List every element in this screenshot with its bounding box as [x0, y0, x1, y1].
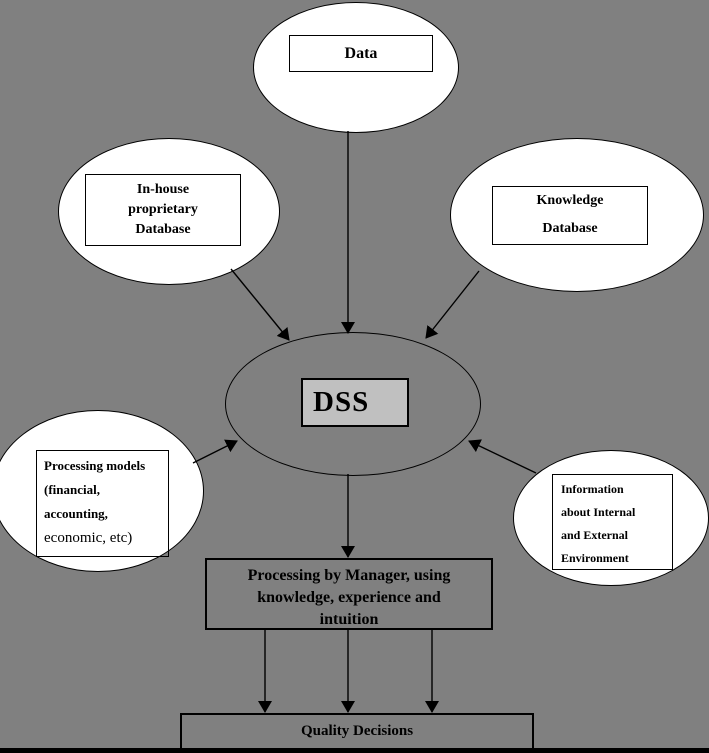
info-line-4: Environment: [561, 551, 629, 565]
manager-line-2: knowledge, experience and: [257, 589, 441, 606]
knowledge-database-node-box: Knowledge Database: [492, 186, 648, 245]
manager-line-1: Processing by Manager, using: [247, 567, 451, 584]
info-line-3: and External: [561, 528, 629, 542]
data-ellipse: [253, 2, 459, 133]
data-node-label: Data: [344, 44, 378, 62]
info-line-1: Information: [561, 482, 624, 496]
knowledge-line-2: Database: [542, 221, 598, 236]
processing-models-ellipse: [0, 410, 204, 572]
knowledge-line-1: Knowledge: [536, 193, 604, 208]
arrow-info-to-dss: [468, 439, 537, 474]
arrow-knowledge-to-dss: [425, 270, 480, 339]
quality-decisions-node-box: Quality Decisions: [180, 713, 534, 750]
arrow-inhouse-to-dss: [230, 268, 290, 341]
information-environment-node-box: Information about Internal and External …: [552, 474, 673, 570]
processing-models-node-box: Processing models (financial, accounting…: [36, 450, 169, 557]
models-line-1: Processing models: [44, 458, 146, 473]
models-line-4: economic, etc): [44, 530, 133, 546]
dss-node-box: DSS: [301, 378, 409, 427]
inhouse-line-2: proprietary: [128, 202, 198, 217]
models-line-3: accounting,: [44, 506, 108, 521]
inhouse-line-3: Database: [135, 222, 191, 237]
models-line-2: (financial,: [44, 482, 100, 497]
manager-processing-node-box: Processing by Manager, using knowledge, …: [205, 558, 493, 630]
manager-line-3: intuition: [319, 611, 379, 628]
quality-decisions-label: Quality Decisions: [300, 723, 414, 739]
arrow-models-to-dss: [192, 439, 238, 464]
data-node-box: Data: [289, 35, 433, 72]
inhouse-database-node-box: In-house proprietary Database: [85, 174, 241, 246]
dss-node-label: DSS: [313, 386, 370, 418]
bottom-border-bar: [0, 748, 709, 753]
inhouse-database-ellipse: [58, 138, 280, 285]
info-line-2: about Internal: [561, 505, 636, 519]
inhouse-line-1: In-house: [136, 182, 190, 197]
